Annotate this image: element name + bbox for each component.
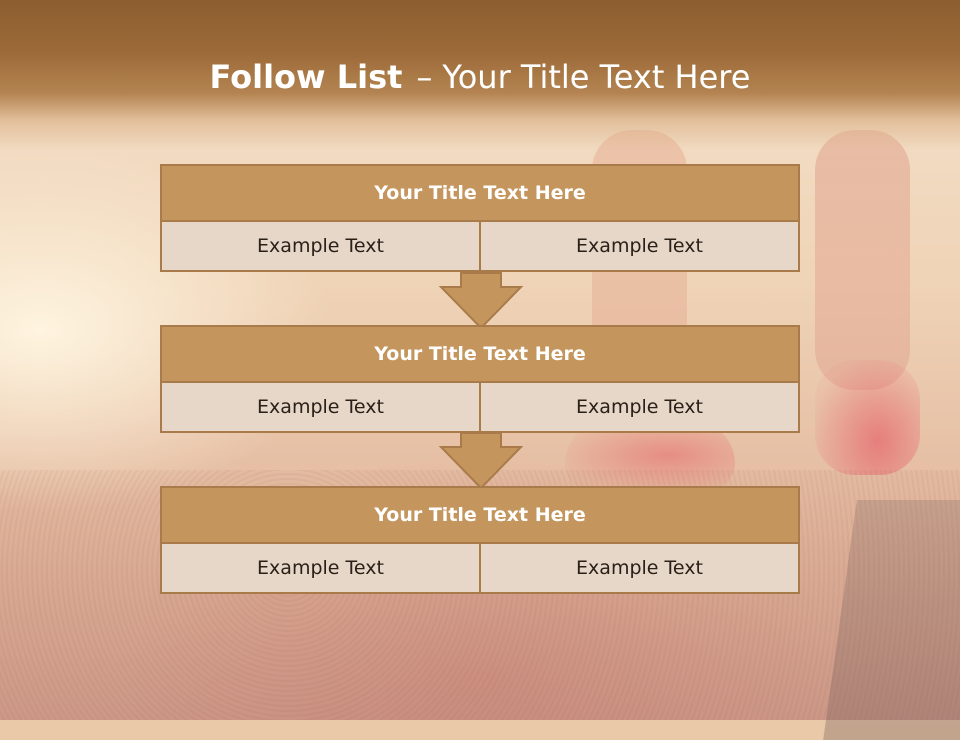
- list-block-1[interactable]: Your Title Text Here Example Text Exampl…: [160, 164, 800, 272]
- block-row: Example Text Example Text: [162, 544, 798, 592]
- block-title[interactable]: Your Title Text Here: [162, 327, 798, 383]
- title-separator: –: [416, 58, 433, 96]
- title-rest: Your Title Text Here: [442, 58, 751, 96]
- block-cell-right[interactable]: Example Text: [479, 544, 798, 592]
- runner-shoe: [815, 360, 920, 475]
- title-bold: Follow List: [209, 58, 403, 96]
- list-block-2[interactable]: Your Title Text Here Example Text Exampl…: [160, 325, 800, 433]
- slide-title: Follow List–Your Title Text Here: [0, 52, 960, 102]
- block-row: Example Text Example Text: [162, 383, 798, 431]
- block-cell-left[interactable]: Example Text: [162, 383, 479, 431]
- down-arrow-icon: [438, 432, 524, 490]
- block-cell-left[interactable]: Example Text: [162, 544, 479, 592]
- runner-leg: [815, 130, 910, 390]
- list-block-3[interactable]: Your Title Text Here Example Text Exampl…: [160, 486, 800, 594]
- block-cell-right[interactable]: Example Text: [479, 383, 798, 431]
- down-arrow-icon: [438, 272, 524, 330]
- block-cell-right[interactable]: Example Text: [479, 222, 798, 270]
- block-title[interactable]: Your Title Text Here: [162, 488, 798, 544]
- block-row: Example Text Example Text: [162, 222, 798, 270]
- block-title[interactable]: Your Title Text Here: [162, 166, 798, 222]
- title-banner: [0, 0, 960, 150]
- block-cell-left[interactable]: Example Text: [162, 222, 479, 270]
